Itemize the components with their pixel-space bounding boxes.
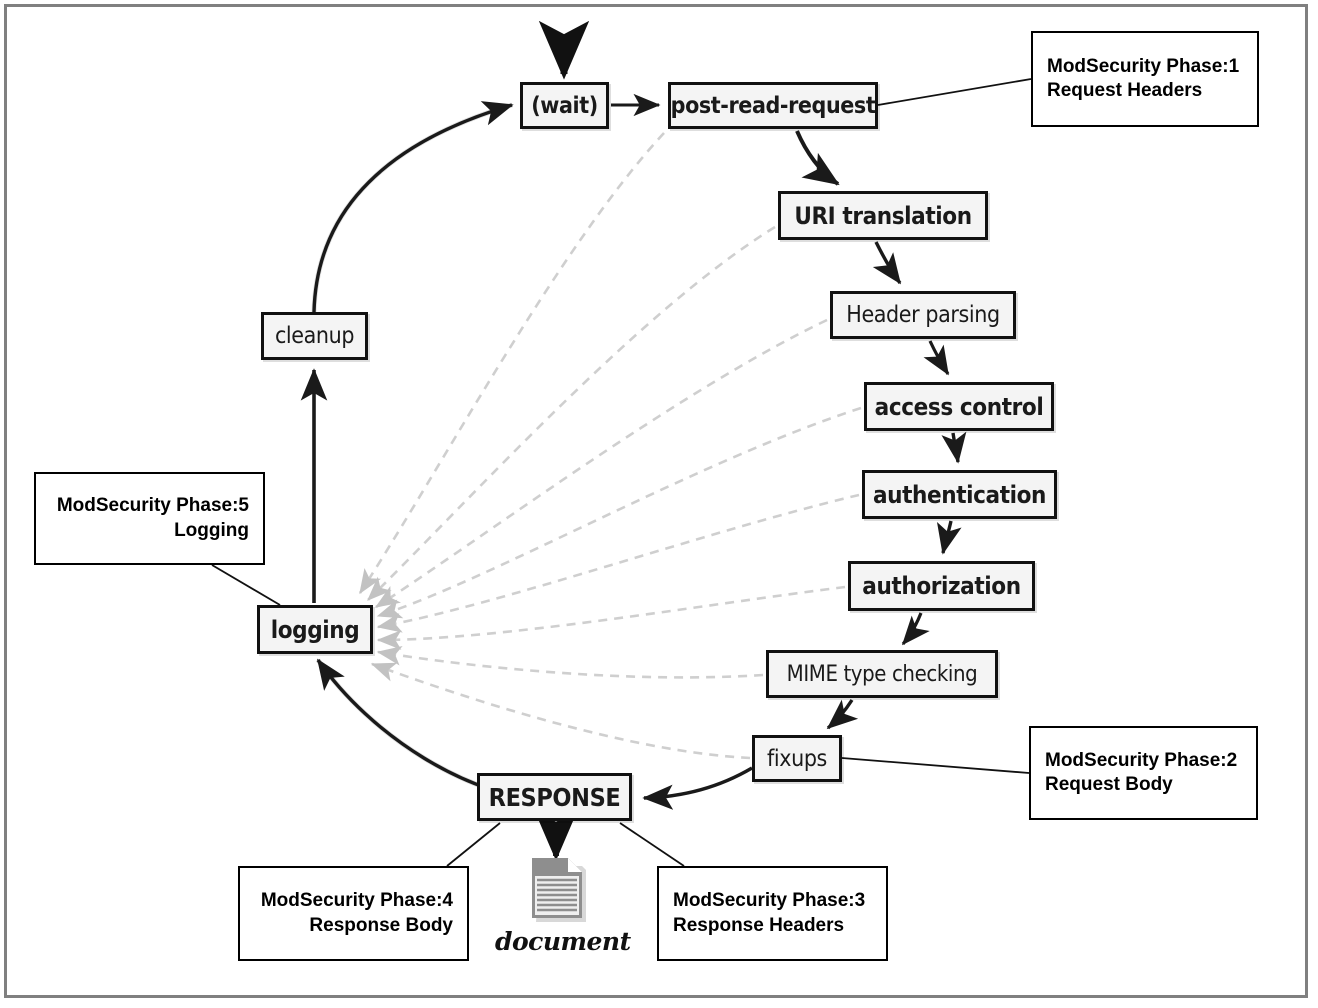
callout-phase-4-line-2: Response Body — [309, 914, 453, 936]
callout-modsecurity-phase-4: ModSecurity Phase:4 Response Body — [238, 866, 469, 961]
node-uri-translation-label: URI translation — [794, 201, 972, 230]
document-page-icon — [532, 858, 586, 922]
node-response-label: RESPONSE — [488, 782, 621, 812]
callout-phase-2-line-1: ModSecurity Phase:2 — [1045, 749, 1238, 771]
callout-phase-3-line-1: ModSecurity Phase:3 — [673, 890, 866, 912]
node-mime-type-checking[interactable]: MIME type checking — [766, 650, 998, 698]
node-cleanup[interactable]: cleanup — [261, 312, 368, 360]
node-authorization[interactable]: authorization — [848, 561, 1035, 611]
node-wait[interactable]: (wait) — [520, 82, 609, 129]
callout-phase-5-line-2: Logging — [174, 519, 249, 541]
node-access-control[interactable]: access control — [864, 382, 1054, 431]
node-header-parsing-label: Header parsing — [846, 302, 1000, 328]
node-fixups-label: fixups — [767, 745, 827, 772]
callout-modsecurity-phase-3: ModSecurity Phase:3 Response Headers — [657, 866, 888, 961]
callout-phase-4-line-1: ModSecurity Phase:4 — [260, 890, 453, 912]
node-post-read-request[interactable]: post-read-request — [668, 82, 878, 129]
node-fixups[interactable]: fixups — [752, 735, 842, 782]
node-response[interactable]: RESPONSE — [477, 773, 632, 821]
node-authorization-label: authorization — [862, 572, 1021, 600]
callout-phase-1-line-2: Request Headers — [1047, 80, 1203, 101]
callout-modsecurity-phase-5: ModSecurity Phase:5 Logging — [34, 472, 265, 565]
callout-modsecurity-phase-2: ModSecurity Phase:2 Request Body — [1029, 726, 1258, 820]
node-wait-label: (wait) — [531, 92, 598, 119]
node-cleanup-label: cleanup — [274, 323, 355, 349]
node-authentication[interactable]: authentication — [862, 470, 1057, 519]
node-access-control-label: access control — [874, 392, 1044, 421]
callout-phase-2-line-2: Request Body — [1045, 774, 1173, 795]
node-uri-translation[interactable]: URI translation — [778, 191, 988, 240]
document-label: document — [495, 927, 631, 956]
node-header-parsing[interactable]: Header parsing — [830, 291, 1016, 339]
node-authentication-label: authentication — [872, 480, 1047, 509]
node-logging-label: logging — [270, 615, 360, 644]
callout-phase-1-line-1: ModSecurity Phase:1 — [1047, 55, 1240, 77]
callout-phase-5-line-1: ModSecurity Phase:5 — [56, 495, 249, 517]
callout-phase-3-line-2: Response Headers — [673, 914, 845, 936]
callout-modsecurity-phase-1: ModSecurity Phase:1 Request Headers — [1031, 31, 1259, 127]
node-post-read-request-label: post-read-request — [670, 92, 876, 119]
node-mime-type-checking-label: MIME type checking — [786, 661, 978, 687]
node-logging[interactable]: logging — [257, 605, 373, 654]
